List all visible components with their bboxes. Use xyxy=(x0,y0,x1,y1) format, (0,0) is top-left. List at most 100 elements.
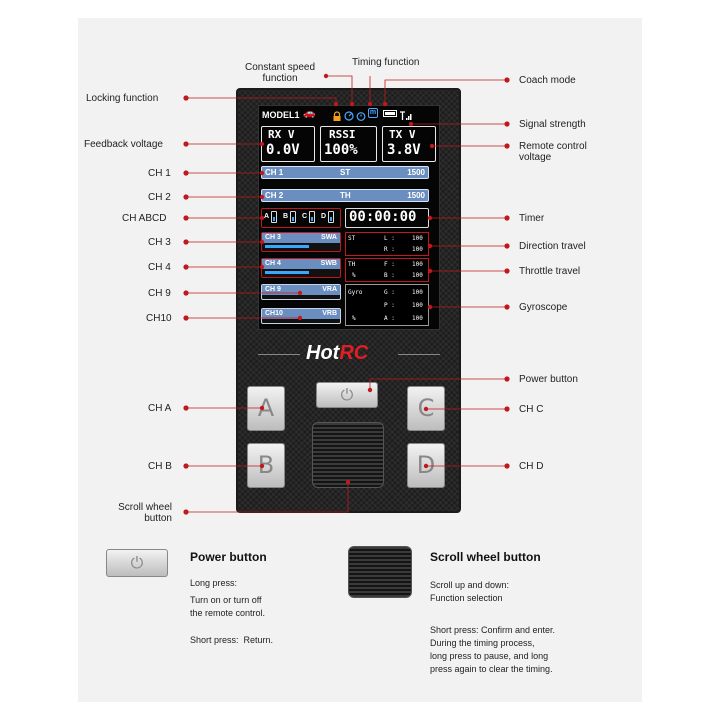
label-ch-d: CH D xyxy=(519,461,544,472)
abcd-label-d: D xyxy=(321,213,327,220)
label-ch10: CH10 xyxy=(146,313,172,324)
power-short-press: Short press: Return. xyxy=(190,635,274,645)
ch3-switch: SWA xyxy=(321,234,337,241)
gyroscope-box xyxy=(345,284,429,326)
gyro-a-value: 100 xyxy=(412,315,423,322)
st-l-label: L : xyxy=(384,235,395,242)
tx-value: 3.8V xyxy=(387,142,421,158)
label-gyroscope: Gyroscope xyxy=(519,302,568,313)
speed-icon xyxy=(344,108,354,121)
car-icon: 🚗 xyxy=(303,108,316,119)
rx-value: 0.0V xyxy=(266,142,300,158)
gyro-p-label: P : xyxy=(384,302,395,309)
scroll-desc-2: Short press: Confirm and enter. During t… xyxy=(430,625,556,674)
label-constant-speed: Constant speed function xyxy=(244,62,316,84)
label-signal: Signal strength xyxy=(519,119,586,130)
scroll-desc-1: Scroll up and down: Function selection xyxy=(430,580,510,603)
rssi-value: 100% xyxy=(324,142,358,158)
abcd-indicator-c xyxy=(309,211,315,223)
ch9-box: CH 9 VRA xyxy=(261,284,341,300)
label-locking: Locking function xyxy=(86,93,159,104)
ch9-name: CH 9 xyxy=(265,286,281,293)
button-d[interactable]: D xyxy=(407,443,445,488)
st-r-value: 100 xyxy=(412,246,423,253)
ch1-value: 1500 xyxy=(407,168,425,177)
ch2-value: 1500 xyxy=(407,191,425,200)
direction-travel-box xyxy=(345,232,429,256)
power-button-illustration: ⏻ xyxy=(106,549,168,577)
power-button[interactable]: ⏻ xyxy=(316,382,378,408)
timer-value: 00:00:00 xyxy=(349,209,417,225)
ch3-name: CH 3 xyxy=(265,234,281,241)
st-label: ST xyxy=(348,235,356,242)
gyro-p-value: 100 xyxy=(412,302,423,309)
abcd-indicator-b xyxy=(290,211,296,223)
label-coach: Coach mode xyxy=(519,75,576,86)
label-timer: Timer xyxy=(519,213,545,224)
label-remote-voltage: Remote control voltage xyxy=(519,141,587,163)
button-a[interactable]: A xyxy=(247,386,285,431)
ch3-box: CH 3 SWA xyxy=(261,232,341,252)
label-ch9: CH 9 xyxy=(148,288,171,299)
scroll-section-title: Scroll wheel button xyxy=(430,550,541,564)
gyro-g-value: 100 xyxy=(412,289,423,296)
power-long-press: Long press: xyxy=(190,578,238,588)
label-direction-travel: Direction travel xyxy=(519,241,586,252)
lock-icon xyxy=(333,108,341,121)
label-ch1: CH 1 xyxy=(148,168,171,179)
rx-title: RX V xyxy=(268,128,295,141)
ch4-switch: SWB xyxy=(320,260,337,267)
battery-icon xyxy=(383,110,397,117)
ch9-switch: VRA xyxy=(322,286,337,293)
ch4-name: CH 4 xyxy=(265,260,281,267)
st-l-value: 100 xyxy=(412,235,423,242)
tx-title: TX V xyxy=(389,128,416,141)
ch2-name: CH 2 xyxy=(265,191,284,200)
throttle-travel-box xyxy=(345,258,429,282)
gyro-percent: % xyxy=(352,315,356,322)
ch1-func: ST xyxy=(340,168,351,177)
label-ch-c: CH C xyxy=(519,404,544,415)
ch1-bar: CH 1 ST 1500 xyxy=(261,166,429,179)
label-power-button: Power button xyxy=(519,374,578,385)
signal-icon xyxy=(399,108,413,120)
th-b-value: 100 xyxy=(412,272,423,279)
ch4-level xyxy=(265,271,310,274)
rssi-box xyxy=(320,126,377,162)
model-name: MODEL1 xyxy=(262,110,300,120)
th-label: TH xyxy=(348,261,356,268)
label-ch3: CH 3 xyxy=(148,237,171,248)
tx-voltage-box xyxy=(382,126,436,162)
abcd-label-a: A xyxy=(264,213,270,220)
logo-divider-right xyxy=(398,354,440,355)
power-long-desc: Turn on or turn off the remote control. xyxy=(190,595,266,618)
ch10-switch: VRB xyxy=(322,310,337,317)
label-timing: Timing function xyxy=(352,57,420,68)
timer-icon xyxy=(356,108,366,121)
label-ch2: CH 2 xyxy=(148,192,171,203)
scroll-wheel[interactable] xyxy=(312,422,384,488)
hotrc-logo: HotRC xyxy=(306,342,369,364)
gyro-label: Gyro xyxy=(348,289,363,296)
abcd-indicator-a xyxy=(271,211,277,223)
gyro-a-label: A : xyxy=(384,315,395,322)
abcd-indicator-d xyxy=(328,211,334,223)
ch2-func: TH xyxy=(340,191,351,200)
scroll-wheel-illustration xyxy=(348,546,412,598)
ch3-level xyxy=(265,245,310,248)
label-ch-b: CH B xyxy=(148,461,172,472)
label-ch4: CH 4 xyxy=(148,262,171,273)
coach-icon: m xyxy=(368,108,378,118)
label-feedback-voltage: Feedback voltage xyxy=(84,139,163,150)
label-ch-abcd: CH ABCD xyxy=(122,213,167,224)
th-f-value: 100 xyxy=(412,261,423,268)
th-f-label: F : xyxy=(384,261,395,268)
label-throttle-travel: Throttle travel xyxy=(519,266,581,277)
button-c[interactable]: C xyxy=(407,386,445,431)
th-b-label: B : xyxy=(384,272,395,279)
button-b[interactable]: B xyxy=(247,443,285,488)
st-r-label: R : xyxy=(384,246,395,253)
rssi-title: RSSI xyxy=(329,128,356,141)
label-scroll-wheel: Scroll wheel button xyxy=(118,502,172,524)
